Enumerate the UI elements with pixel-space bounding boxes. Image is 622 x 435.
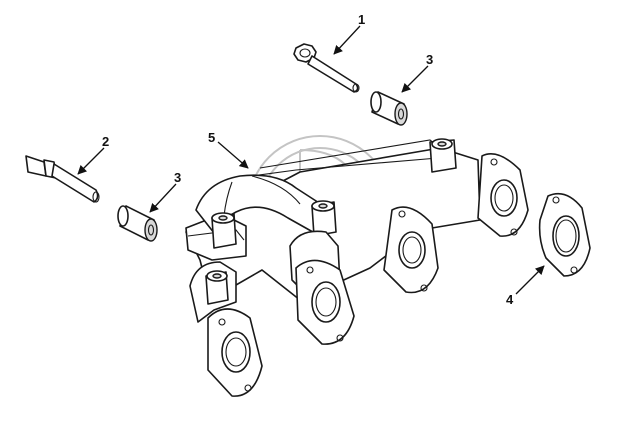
leader-lines [77,25,545,295]
callout-5: 5 [208,130,215,145]
spacer-lower-part [117,205,158,242]
leader-3-lower [149,183,177,213]
callout-3-upper: 3 [426,52,433,67]
leader-3-upper [401,65,429,93]
leader-2 [77,147,105,175]
leader-5 [217,141,249,169]
capscrew-part [293,43,360,93]
callout-labels: 1 2 3 3 4 5 [102,12,514,307]
callout-4: 4 [506,292,514,307]
callout-1: 1 [358,12,365,27]
exhaust-manifold-part [185,138,529,397]
callout-3-lower: 3 [174,170,181,185]
leader-4 [515,265,545,295]
spacer-upper-part [370,91,408,126]
leader-1 [333,25,361,55]
stud-part [25,155,100,203]
gasket-part [538,192,591,277]
callout-2: 2 [102,134,109,149]
